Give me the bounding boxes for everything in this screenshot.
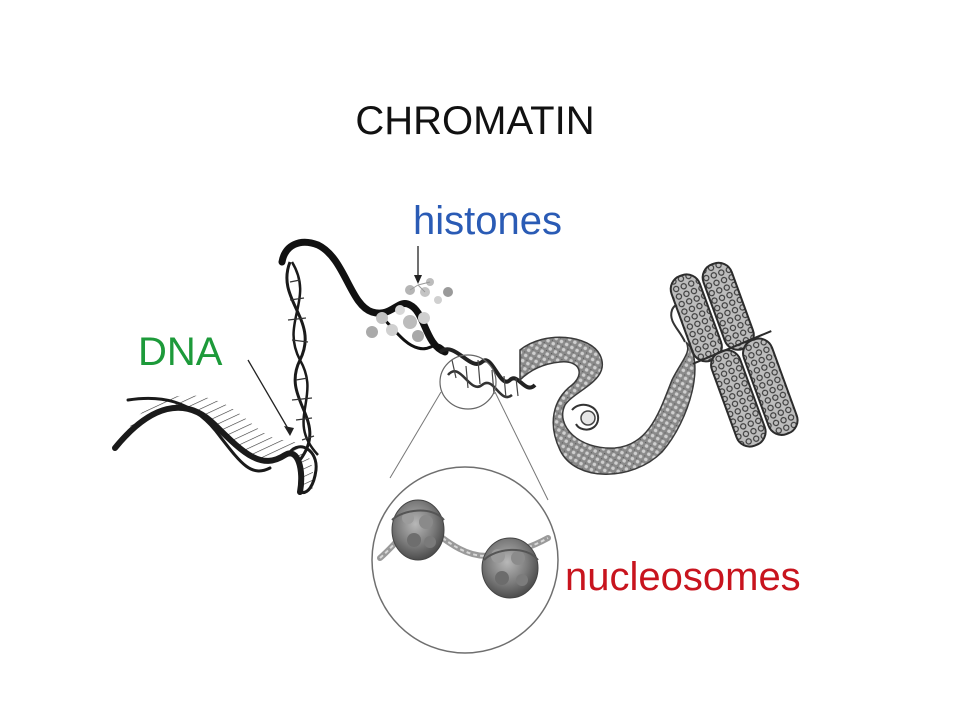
nucleosome-bead [391,499,445,561]
histone-proteins [366,278,453,342]
dna-label: DNA [138,330,223,374]
histones-pointer-arrow [414,246,422,284]
nucleosomes-label: nucleosomes [565,555,801,599]
zoom-connector-lines [389,391,549,501]
nucleosome-bead [481,537,539,599]
nucleosome-zoom-view [371,466,559,654]
dna-pointer-arrow [247,359,294,436]
histones-label: histones [413,199,562,243]
chromosome [669,261,799,448]
zoom-source-circle [439,354,497,410]
dna-double-helix [112,238,449,495]
chromatin-fiber [519,336,696,475]
diagram-title: CHROMATIN [355,99,594,143]
